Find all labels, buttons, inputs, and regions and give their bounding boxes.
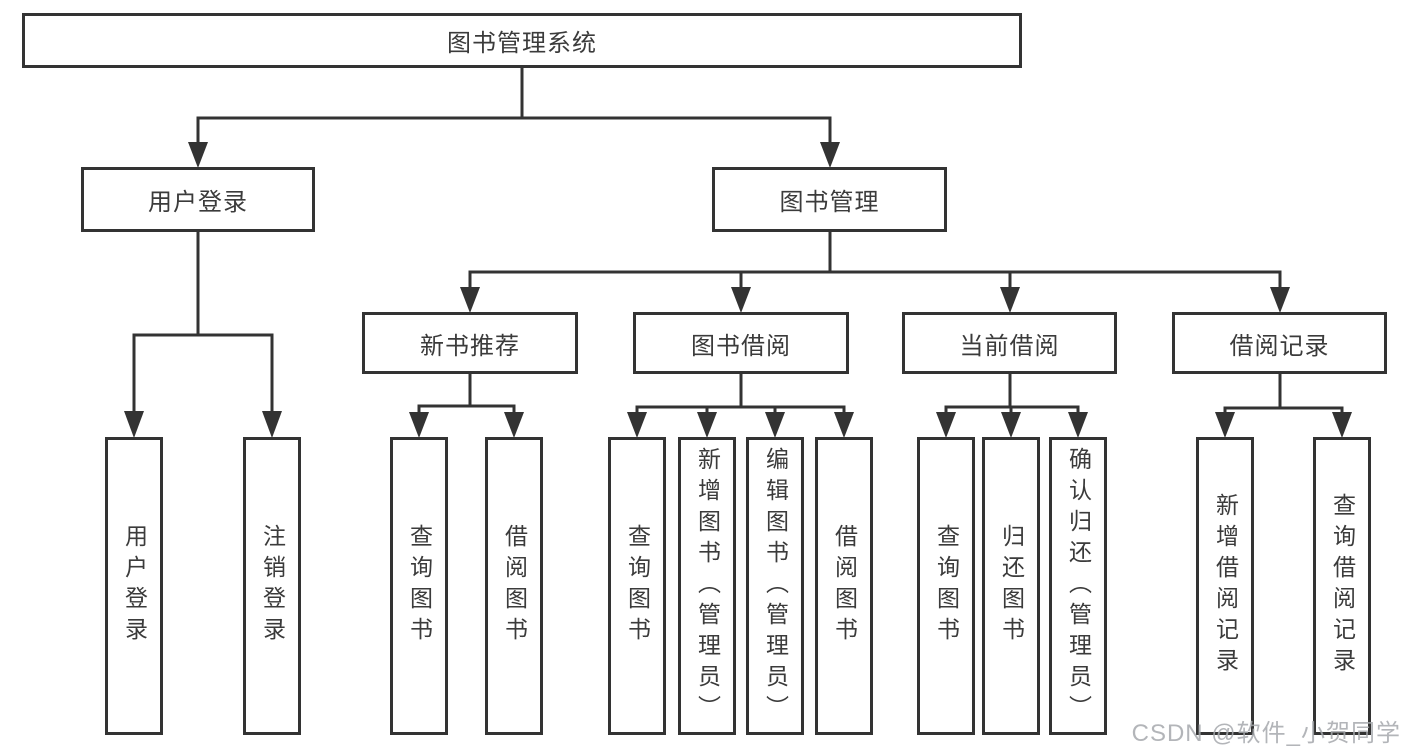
- leaf-bb-query-books: 查询图书: [608, 437, 666, 735]
- leaf-cb-query-books: 查询图书: [917, 437, 975, 735]
- node-borrowing-records: 借阅记录: [1172, 312, 1387, 374]
- node-library-management-system: 图书管理系统: [22, 13, 1022, 68]
- leaf-bb-add-books-admin: 新增图书（管理员）: [678, 437, 736, 735]
- leaf-cb-return-books: 归还图书: [982, 437, 1040, 735]
- node-current-borrowing: 当前借阅: [902, 312, 1117, 374]
- node-new-book-recommendation: 新书推荐: [362, 312, 578, 374]
- leaf-logout-login: 注销登录: [243, 437, 301, 735]
- leaf-nbr-query-books: 查询图书: [390, 437, 448, 735]
- node-user-login: 用户登录: [81, 167, 315, 232]
- leaf-bb-borrow-books: 借阅图书: [815, 437, 873, 735]
- leaf-nbr-borrow-books: 借阅图书: [485, 437, 543, 735]
- csdn-watermark: CSDN @软件_小贺同学: [1131, 720, 1401, 747]
- leaf-cb-confirm-return-admin: 确认归还（管理员）: [1049, 437, 1107, 735]
- leaf-br-query-record: 查询借阅记录: [1313, 437, 1371, 735]
- leaf-bb-edit-books-admin: 编辑图书（管理员）: [746, 437, 804, 735]
- leaf-user-login: 用户登录: [105, 437, 163, 735]
- leaf-br-add-record: 新增借阅记录: [1196, 437, 1254, 735]
- node-book-borrowing: 图书借阅: [633, 312, 849, 374]
- node-book-management: 图书管理: [712, 167, 947, 232]
